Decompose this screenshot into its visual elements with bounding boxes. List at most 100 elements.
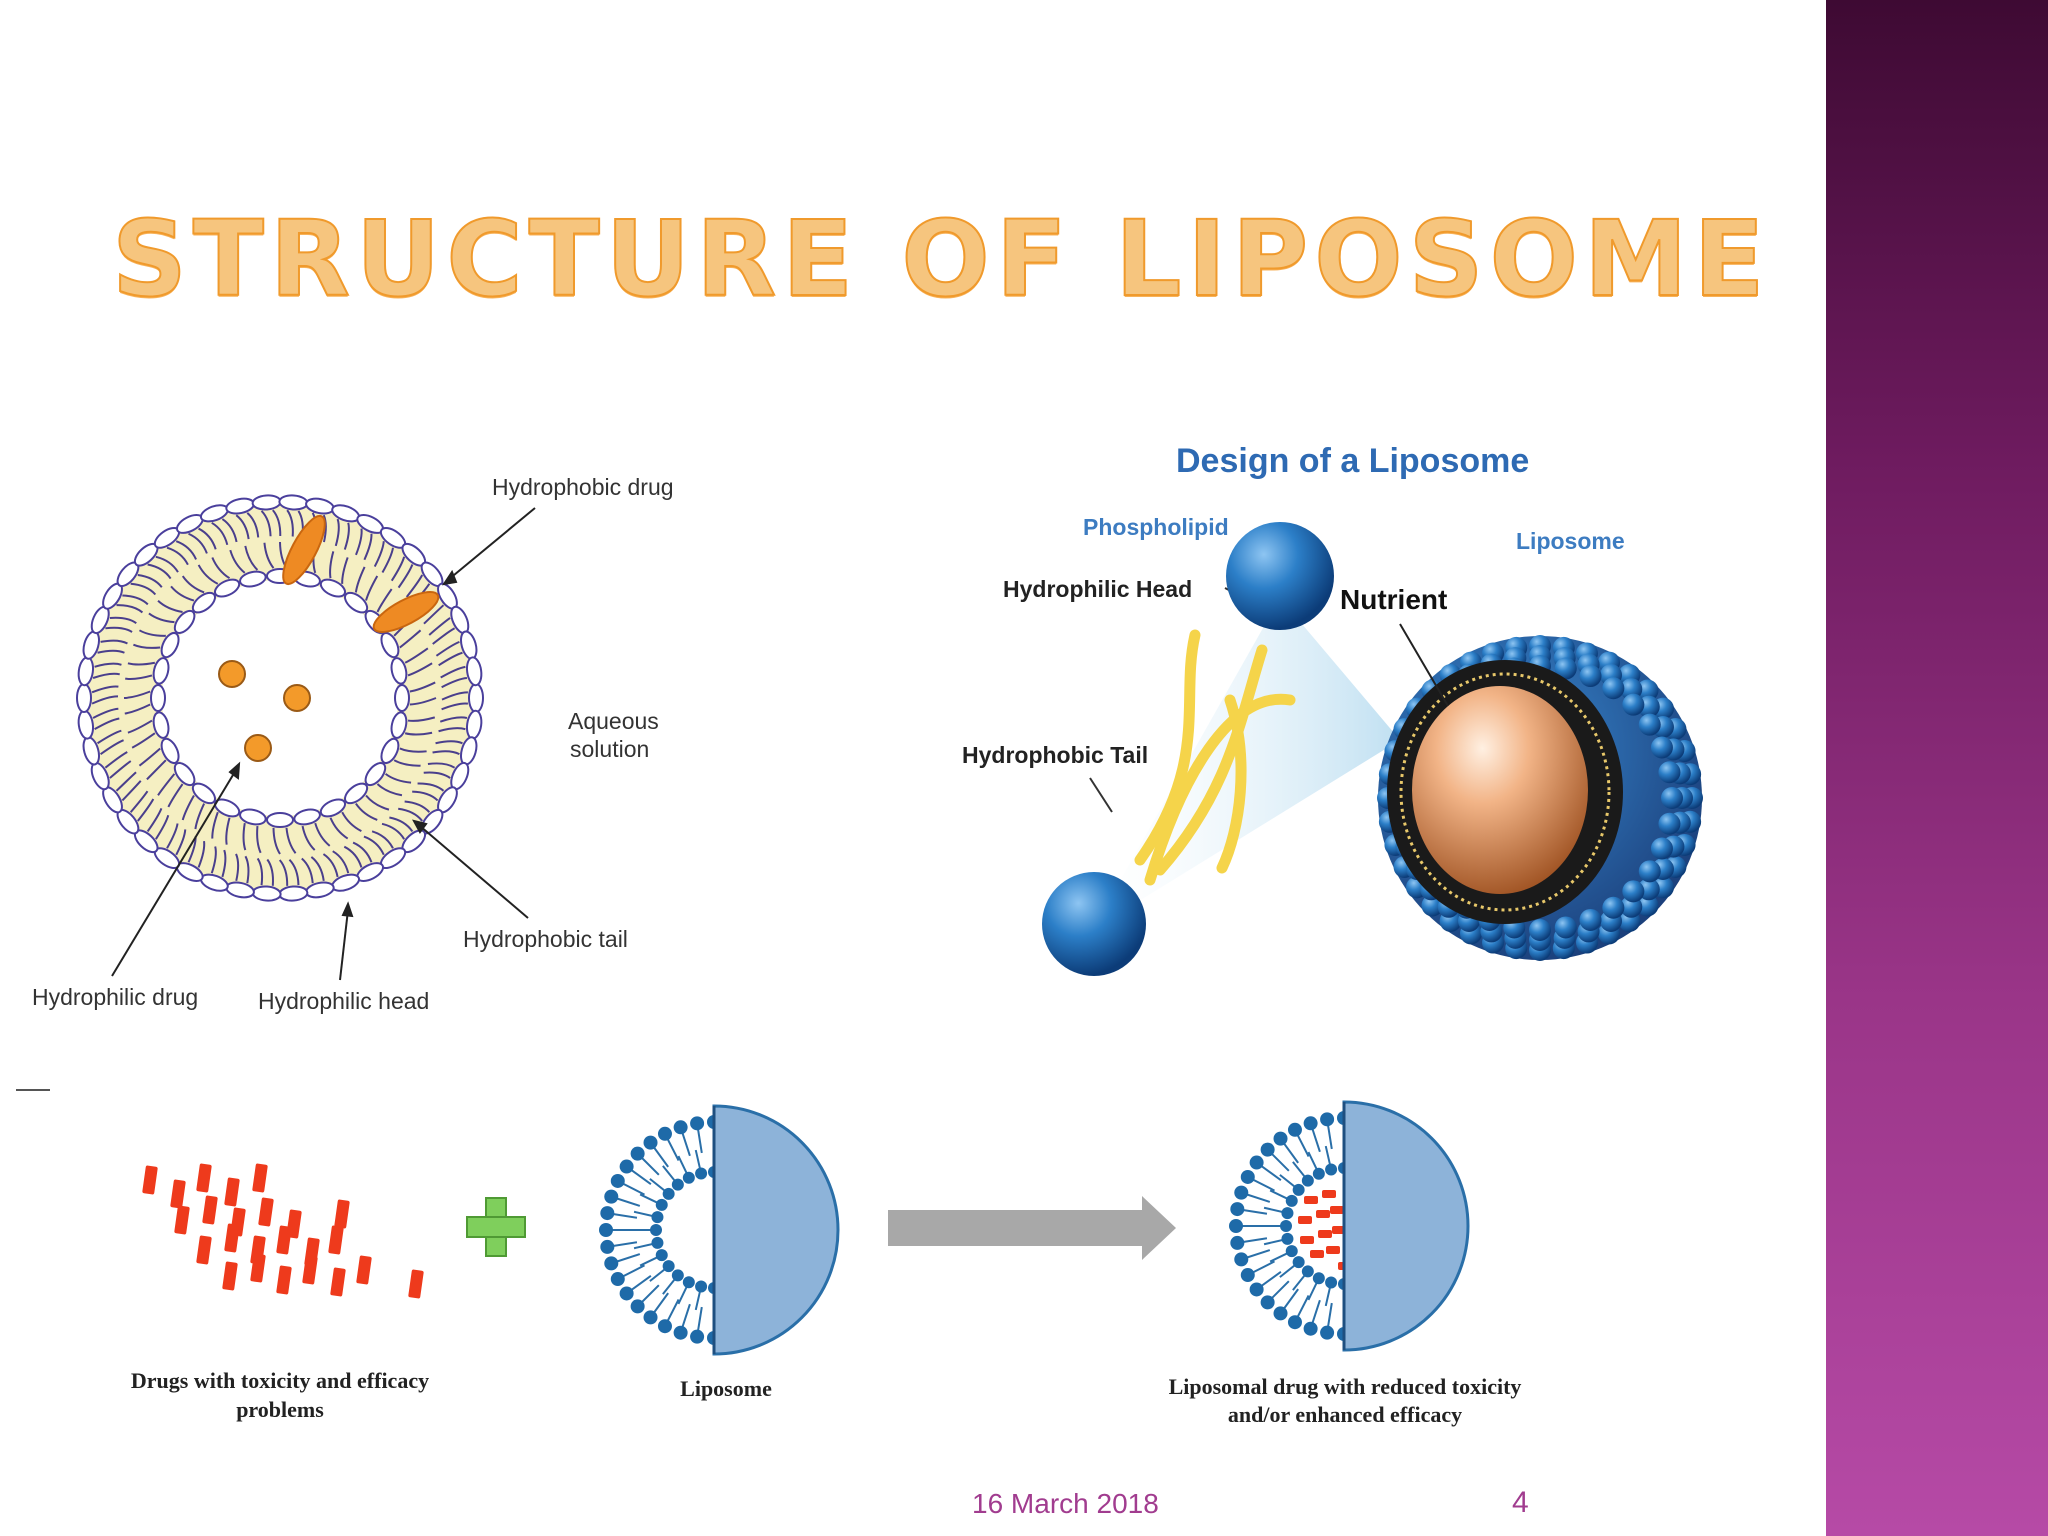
- lipid-head: [1285, 1194, 1298, 1207]
- encapsulated-drug: [1330, 1206, 1344, 1214]
- inner-head: [173, 762, 196, 787]
- label-phospholipid: Phospholipid: [1083, 514, 1229, 540]
- inner-head: [380, 737, 400, 765]
- encapsulated-drug: [1318, 1230, 1332, 1238]
- drug-molecule: [408, 1269, 424, 1299]
- label-hydrophilic-head: Hydrophilic head: [258, 988, 430, 1014]
- lipid-head: [1240, 1169, 1255, 1184]
- surface-head: [1650, 837, 1673, 860]
- lipid-head: [690, 1329, 705, 1344]
- lipid-head: [1301, 1265, 1314, 1278]
- lipid-head: [1249, 1155, 1264, 1170]
- lipid-head: [1301, 1174, 1314, 1187]
- lipid-head: [650, 1224, 662, 1236]
- lipid-head: [1303, 1116, 1318, 1131]
- drug-molecule: [224, 1177, 240, 1207]
- drug-molecule: [170, 1179, 186, 1209]
- inner-head: [152, 711, 170, 739]
- label-aqueous-solution-line1: Aqueous: [568, 708, 659, 734]
- slide-title: STRUCTURE OF LIPOSOME: [111, 197, 1771, 321]
- lipid-head: [630, 1146, 645, 1161]
- surface-head: [1636, 679, 1659, 702]
- surface-head: [1638, 860, 1661, 883]
- lipid-head: [1229, 1219, 1243, 1233]
- liposome-half-view: [599, 1104, 840, 1356]
- drug-molecule: [276, 1225, 292, 1255]
- caption-drugs-line2: problems: [236, 1397, 324, 1422]
- inner-head: [152, 657, 170, 685]
- surface-head: [1579, 908, 1602, 931]
- phospholipid-head-bottom: [1042, 872, 1146, 976]
- drug-molecule: [202, 1195, 218, 1225]
- lipid-head: [682, 1171, 695, 1184]
- surface-head: [1622, 880, 1645, 903]
- surface-head: [1554, 916, 1577, 939]
- lipid-head: [604, 1256, 619, 1271]
- inner-head: [150, 684, 166, 712]
- drug-molecule: [328, 1225, 344, 1255]
- phospholipid-tails: [1134, 629, 1296, 886]
- surface-head: [1661, 787, 1683, 809]
- inner-head: [239, 808, 267, 826]
- liposomal-drug-half-view: [1229, 1100, 1470, 1352]
- lipid-head: [643, 1135, 658, 1150]
- drug-molecule: [142, 1165, 158, 1195]
- inner-head: [191, 591, 216, 614]
- nutrient-core: [1412, 686, 1588, 894]
- label-liposome: Liposome: [1516, 528, 1625, 554]
- lipid-head: [651, 1236, 664, 1249]
- lipid-head: [1292, 1183, 1305, 1196]
- outer-head: [465, 656, 483, 687]
- inner-head: [213, 798, 241, 818]
- inner-head: [160, 737, 180, 765]
- lipid-head: [1249, 1282, 1264, 1297]
- hydrophilic-drug-3: [244, 734, 272, 762]
- lipid-head: [655, 1249, 668, 1262]
- lipid-head: [599, 1223, 613, 1237]
- inner-head: [160, 631, 180, 659]
- inner-head: [319, 578, 347, 598]
- drug-molecule: [356, 1255, 372, 1285]
- drug-molecule: [334, 1199, 350, 1229]
- drug-molecule: [196, 1235, 212, 1265]
- surface-head: [1658, 812, 1681, 835]
- surface-head: [1622, 693, 1645, 716]
- lipid-tails: [91, 509, 469, 886]
- surface-head: [1658, 761, 1681, 784]
- lipid-head: [657, 1319, 672, 1334]
- lipid-head: [695, 1167, 708, 1180]
- inner-head: [191, 782, 216, 805]
- lipid-head: [673, 1120, 688, 1135]
- inner-head: [390, 657, 408, 685]
- phospholipid-head-top: [1226, 522, 1334, 630]
- inner-head: [213, 578, 241, 598]
- inner-head: [266, 812, 294, 828]
- lipid-head: [1325, 1163, 1338, 1176]
- lipid-head: [630, 1299, 645, 1314]
- encapsulated-drug: [1310, 1250, 1324, 1258]
- encapsulated-drug: [1298, 1216, 1312, 1224]
- lipid-head: [1260, 1295, 1275, 1310]
- free-drug-molecules: [142, 1163, 424, 1299]
- drug-molecule: [252, 1163, 268, 1193]
- liposome-solid-half: [1342, 1100, 1470, 1352]
- inner-head: [380, 631, 400, 659]
- surface-head: [1554, 657, 1577, 680]
- lipid-head: [600, 1239, 615, 1254]
- inner-head: [239, 570, 267, 588]
- lipid-head: [1273, 1306, 1288, 1321]
- lipid-head: [1303, 1321, 1318, 1336]
- lipid-head: [610, 1272, 625, 1287]
- lipid-head: [671, 1269, 684, 1282]
- caption-drugs-line1: Drugs with toxicity and efficacy: [130, 1368, 430, 1393]
- lipid-head: [1292, 1256, 1305, 1269]
- lipid-head: [604, 1189, 619, 1204]
- lipid-head: [1260, 1142, 1275, 1157]
- lipid-head: [673, 1325, 688, 1340]
- caption-result-line1: Liposomal drug with reduced toxicity: [1168, 1374, 1522, 1399]
- inner-head: [390, 711, 408, 739]
- surface-head: [1636, 894, 1659, 917]
- encapsulated-drug: [1326, 1246, 1340, 1254]
